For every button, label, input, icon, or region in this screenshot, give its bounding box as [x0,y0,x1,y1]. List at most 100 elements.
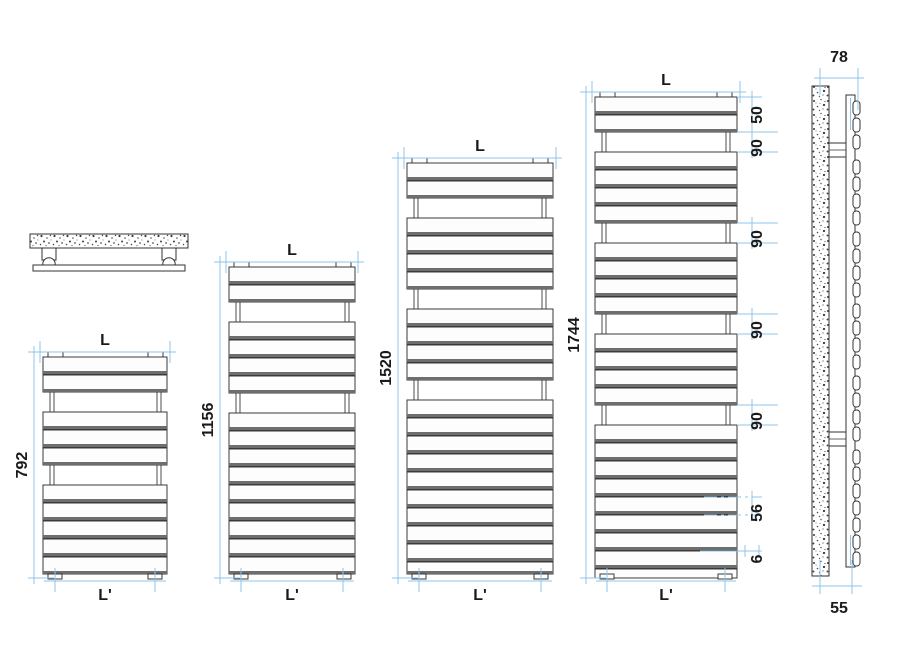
bar [594,169,738,188]
top-tab-right [335,261,352,268]
bar [594,296,738,315]
plan-bar-edge [32,264,186,272]
bar [406,507,554,526]
top-tab-right [532,157,549,164]
bar [406,525,554,544]
bar [594,460,738,479]
bar [228,321,356,340]
side-bracket-upper [828,142,847,158]
bar [594,532,738,551]
label-foot-L-prime-792: L' [98,587,112,604]
dimensions-1744 [580,81,746,592]
bar [406,362,554,381]
bar [594,151,738,170]
bar [594,187,738,206]
label-segment-90-b: 90 [749,230,766,248]
bar [594,333,738,352]
dimensions-1156 [214,251,364,592]
bar [406,217,554,236]
bar [228,339,356,358]
bar [42,374,168,393]
bar [228,556,356,575]
bar [42,556,168,575]
bar [42,356,168,375]
label-height-1520: 1520 [378,350,395,386]
bar [228,284,356,303]
bar [42,484,168,503]
side-bracket-lower [828,431,847,447]
bar [42,411,168,430]
bar-stack [594,96,738,579]
radiator-1156: L 1156 L' [200,242,364,604]
plan-view [29,233,189,272]
bar [594,369,738,388]
bar [406,543,554,562]
bar [228,484,356,503]
bar [406,235,554,254]
bar [42,429,168,448]
bar [594,496,738,515]
bar [228,502,356,521]
bar [42,447,168,466]
bar [594,114,738,133]
label-foot-L-prime-1156: L' [285,587,299,604]
side-wall-section [811,85,830,577]
radiator-1520: L 1520 L' [378,138,562,604]
bar [406,253,554,272]
bar-stack [406,162,554,575]
label-height-1156: 1156 [200,403,217,438]
bar [594,478,738,497]
bar [594,424,738,443]
bar [228,266,356,285]
label-width-L-1744: L [661,72,671,89]
bar [406,326,554,345]
bar [594,278,738,297]
side-section-view: 78 55 [811,49,864,617]
label-segment-90-a: 90 [749,139,766,157]
radiator-792: L 792 L' [14,332,176,604]
dimensions-1520 [392,147,562,592]
bar [594,242,738,261]
bar [406,435,554,454]
bar [594,568,738,579]
label-depth-78: 78 [830,49,848,66]
bar [406,308,554,327]
label-segment-90-d: 90 [749,412,766,430]
bar [228,538,356,557]
bar [406,344,554,363]
dimension-55 [812,560,862,594]
side-bar-ends [852,100,861,567]
label-height-792: 792 [14,452,31,479]
label-foot-L-prime-1520: L' [473,587,487,604]
bar [228,430,356,449]
bar [228,448,356,467]
top-tab-right [716,91,733,98]
label-segment-50: 50 [749,106,766,124]
bar [406,453,554,472]
radiator-1744: L 1744 L' [566,72,778,604]
dimensions-792 [28,341,176,592]
bar [406,417,554,436]
bar [406,180,554,199]
bar [228,375,356,394]
top-tab-right [147,351,164,358]
label-width-L-1156: L [287,242,297,259]
bar [406,271,554,290]
bar [594,96,738,115]
label-width-L-1520: L [475,138,485,155]
bar [228,520,356,539]
bar [42,520,168,539]
plan-wall-section [29,233,189,249]
bar [406,471,554,490]
label-segment-56: 56 [749,504,766,522]
bar [228,357,356,376]
bar [406,489,554,508]
bar [594,351,738,370]
label-height-1744: 1744 [566,317,583,353]
bar [228,412,356,431]
bar [406,162,554,181]
top-tab-left [233,261,250,268]
bar [594,387,738,406]
